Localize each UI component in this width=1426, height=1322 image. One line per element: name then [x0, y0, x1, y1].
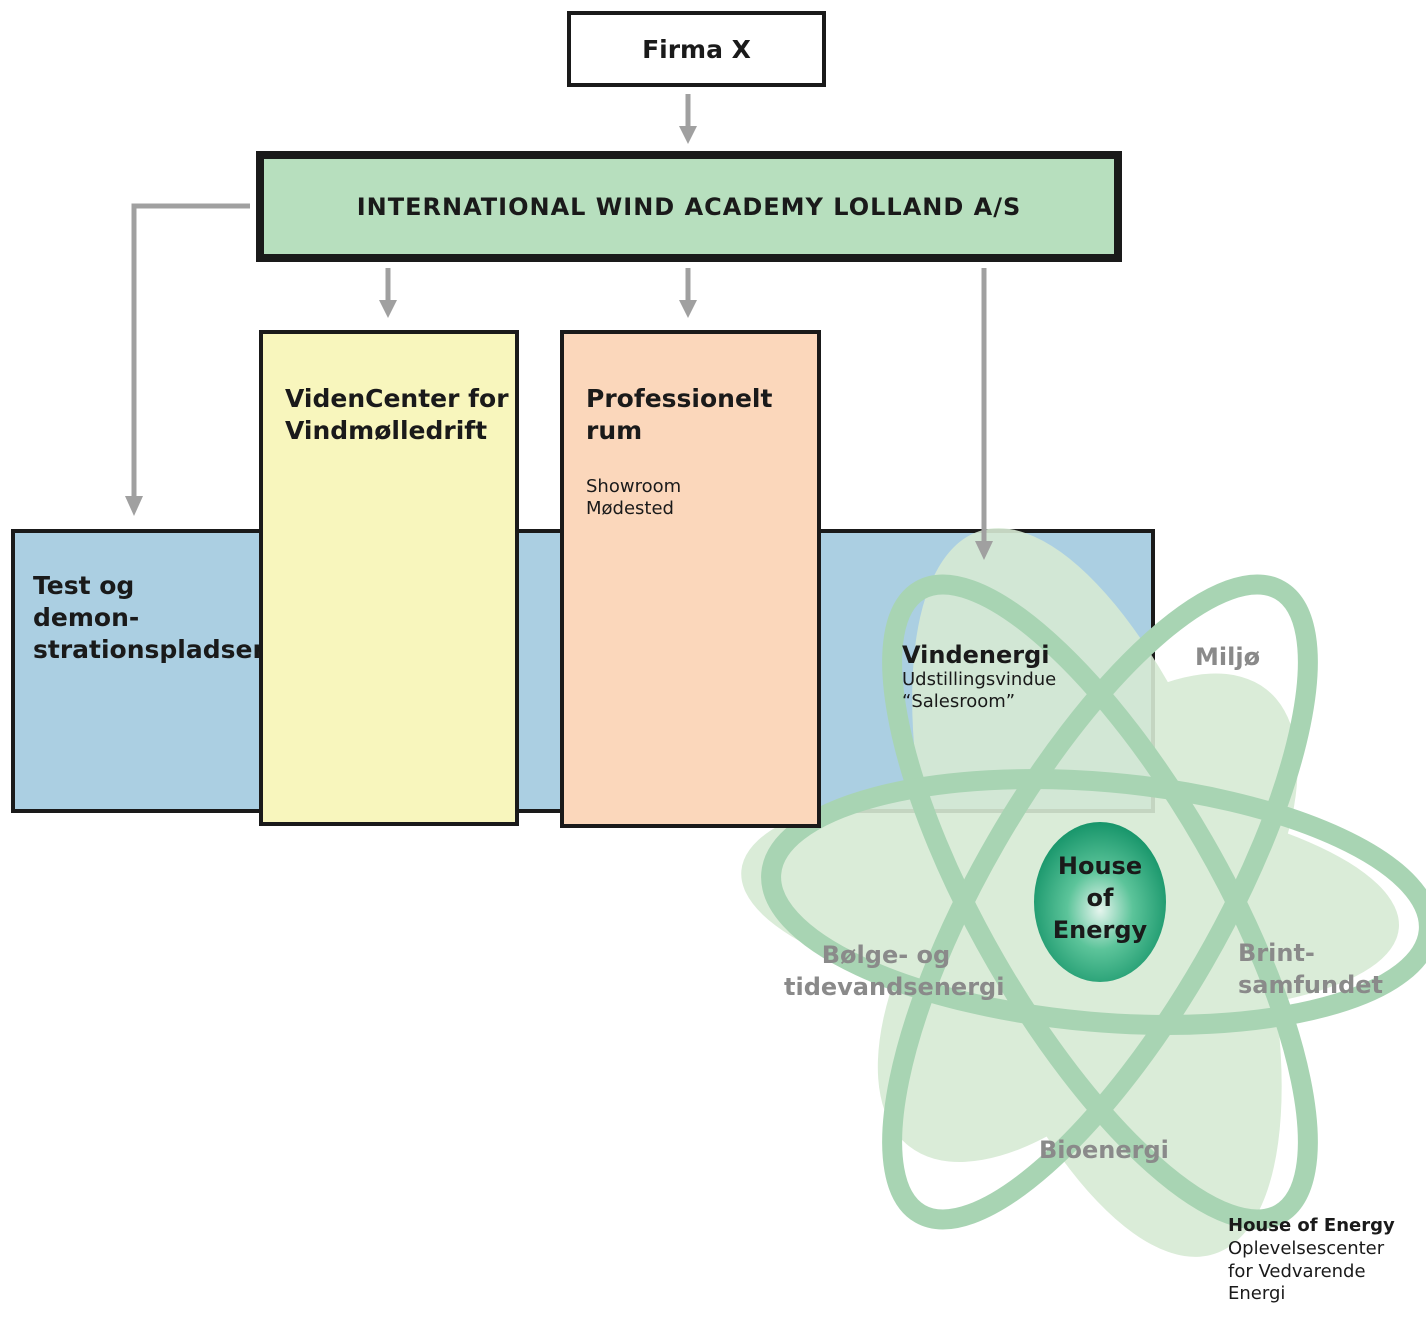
- vindenergi-sub: Udstillingsvindue “Salesroom”: [902, 669, 1057, 712]
- test-demo-label: Test og demon- strationspladser: [33, 571, 265, 664]
- arrow-academy-test: [131, 203, 250, 498]
- arrow-head: [125, 496, 143, 516]
- professionelt-rum-box: [560, 330, 821, 828]
- arrow-head: [679, 126, 697, 144]
- caption-title: House of Energy: [1228, 1215, 1395, 1236]
- firma-x-box: Firma X: [567, 11, 826, 87]
- caption-line-1: Oplevelsescenter: [1228, 1238, 1385, 1259]
- professionelt-rum-label: Professionelt rum: [586, 384, 773, 445]
- miljo-label: Miljø: [1195, 643, 1261, 671]
- firma-x-label: Firma X: [642, 34, 751, 64]
- house-of-energy-center-label: House of Energy: [1052, 852, 1148, 944]
- arrow-head: [975, 541, 993, 560]
- bolge-label: Bølge- og tidevandsenergi: [784, 941, 1005, 1001]
- orbit-3: [761, 769, 1426, 1035]
- caption-line-2: for Vedvarende Energi: [1228, 1261, 1366, 1304]
- videncenter-box: [259, 330, 519, 826]
- academy-box: INTERNATIONAL WIND ACADEMY LOLLAND A/S: [256, 151, 1122, 262]
- arrow-head: [379, 300, 397, 318]
- brint-label: Brint- samfundet: [1238, 939, 1384, 999]
- orbit-2: [882, 574, 1318, 1230]
- orbit-1: [882, 574, 1318, 1230]
- academy-inner: INTERNATIONAL WIND ACADEMY LOLLAND A/S: [264, 159, 1114, 254]
- vindenergi-title: Vindenergi: [902, 641, 1050, 669]
- core-circle: [1034, 822, 1166, 982]
- bioenergi-label: Bioenergi: [1039, 1136, 1169, 1164]
- academy-title: INTERNATIONAL WIND ACADEMY LOLLAND A/S: [356, 192, 1022, 221]
- professionelt-rum-sub: Showroom Mødested: [586, 476, 682, 519]
- videncenter-label: VidenCenter for Vindmølledrift: [285, 384, 509, 445]
- arrow-head: [679, 300, 697, 318]
